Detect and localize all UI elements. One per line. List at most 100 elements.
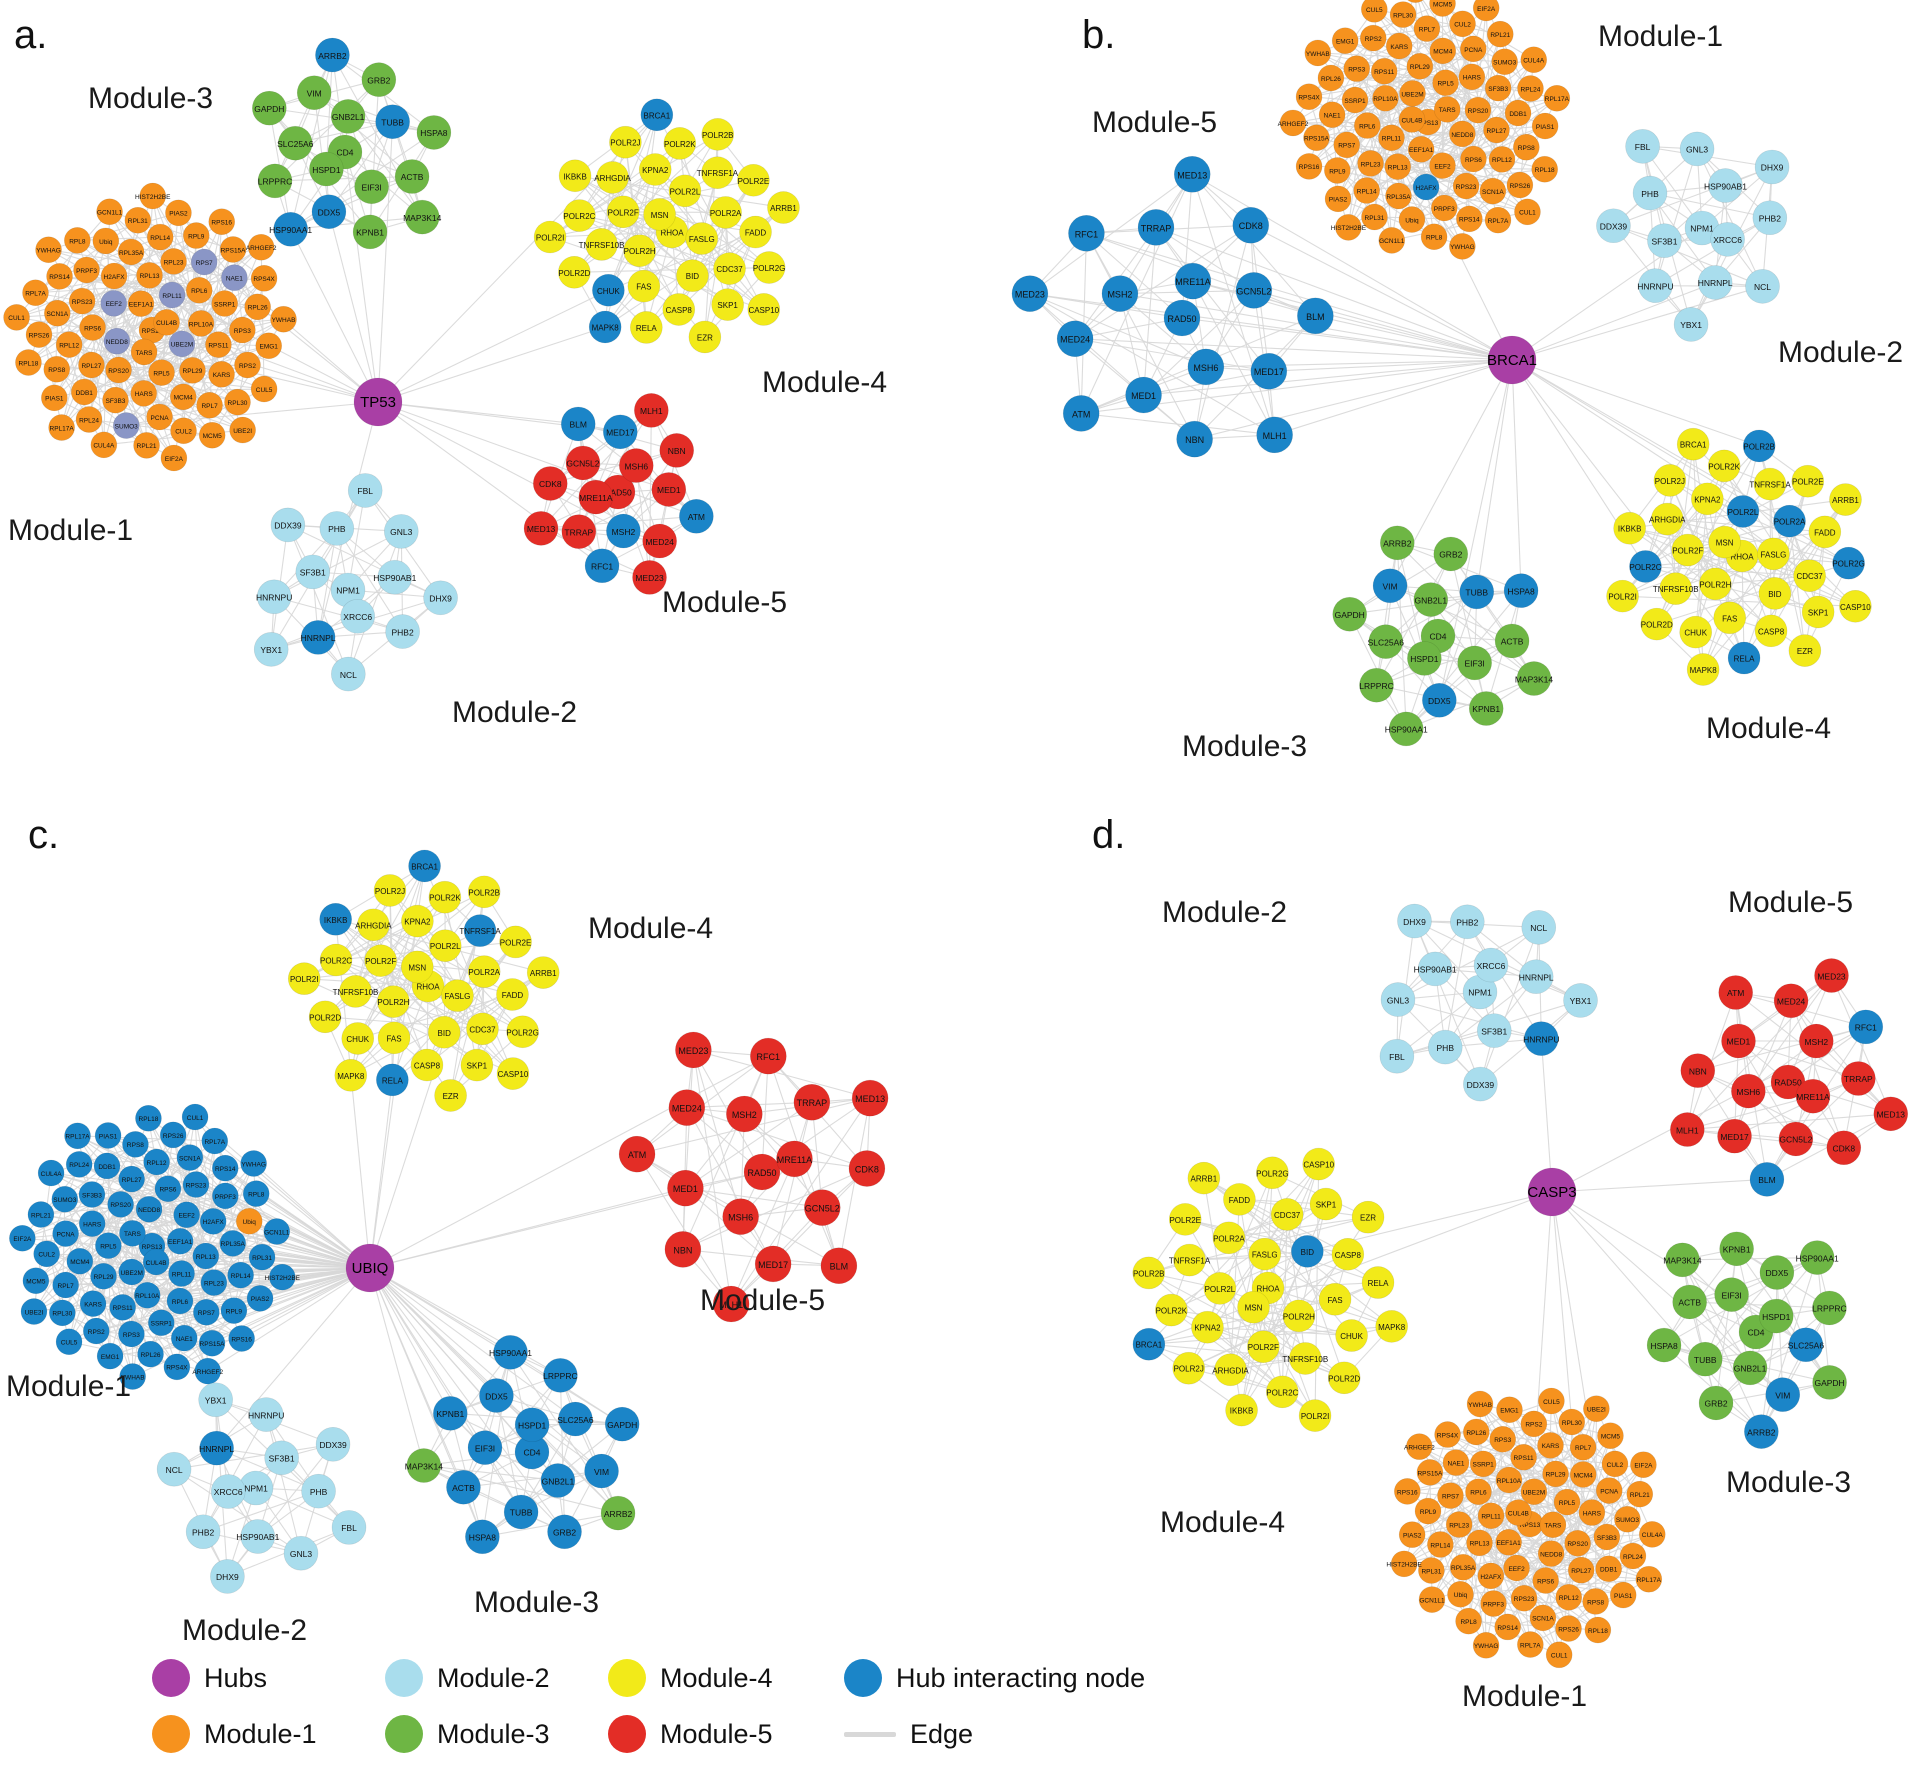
node-circle bbox=[136, 262, 163, 289]
network-node: RPL18 bbox=[1584, 1616, 1612, 1644]
node-label: MAPK8 bbox=[337, 1072, 365, 1081]
edge bbox=[1675, 575, 1810, 590]
network-node: PHB2 bbox=[1450, 904, 1485, 940]
node-circle bbox=[1516, 661, 1552, 696]
network-node: MED17 bbox=[1717, 1118, 1752, 1154]
node-label: NCL bbox=[340, 670, 357, 680]
node-circle bbox=[250, 265, 278, 292]
node-circle bbox=[385, 614, 420, 649]
node-label: SF3B1 bbox=[1481, 1026, 1507, 1036]
node-label: NCL bbox=[166, 1465, 183, 1475]
edge bbox=[1551, 1178, 1767, 1193]
node-label: TNFRSF1A bbox=[1169, 1257, 1211, 1266]
network-node: RPL7 bbox=[196, 391, 223, 419]
network-node: GAPDH bbox=[1812, 1365, 1847, 1400]
node-label: RPS6 bbox=[84, 325, 101, 332]
node-circle bbox=[1531, 155, 1558, 183]
node-label: NPM1 bbox=[1690, 224, 1714, 234]
node-label: GAPDH bbox=[254, 104, 284, 114]
node-label: RAD50 bbox=[1167, 314, 1196, 324]
node-label: DDX39 bbox=[1467, 1080, 1495, 1090]
network-node: RPS6 bbox=[1532, 1567, 1559, 1594]
panel-label: a. bbox=[14, 13, 47, 57]
node-label: DHX9 bbox=[1761, 163, 1784, 173]
node-circle bbox=[15, 349, 42, 376]
legend-item: Module-1 bbox=[152, 1715, 377, 1753]
node-label: HNRNPL bbox=[1698, 278, 1733, 288]
node-label: MLH1 bbox=[1263, 431, 1287, 441]
node-circle bbox=[181, 1103, 209, 1131]
node-circle bbox=[1638, 268, 1673, 303]
network-node: BRCA1 bbox=[408, 849, 441, 883]
edge bbox=[274, 79, 380, 182]
node-circle bbox=[1429, 0, 1456, 17]
network-node: POLR2H bbox=[623, 234, 656, 268]
edge bbox=[1389, 585, 1513, 642]
node-label: SUMO3 bbox=[115, 423, 139, 430]
node-circle bbox=[584, 1453, 619, 1489]
node-label: POLR2I bbox=[1608, 593, 1636, 602]
node-label: KPNA2 bbox=[642, 166, 669, 175]
node-circle bbox=[1542, 1460, 1569, 1488]
node-label: MCM4 bbox=[174, 395, 194, 402]
node-circle bbox=[1472, 1631, 1500, 1659]
node-circle bbox=[750, 1037, 787, 1075]
node-circle bbox=[1653, 464, 1687, 497]
hub-label: CASP3 bbox=[1527, 1184, 1576, 1201]
node-label: ARHGDIA bbox=[1212, 1366, 1249, 1375]
edge bbox=[1511, 285, 1763, 361]
network-node: MSN bbox=[643, 198, 676, 231]
module-label: Module-4 bbox=[1706, 712, 1831, 745]
node-label: NEDD8 bbox=[1540, 1551, 1562, 1558]
node-circle bbox=[743, 1153, 781, 1191]
node-circle bbox=[66, 1247, 94, 1275]
node-circle bbox=[394, 159, 430, 194]
node-circle bbox=[408, 849, 441, 883]
node-label: MED1 bbox=[1727, 1037, 1751, 1047]
node-label: DHX9 bbox=[1403, 917, 1426, 927]
node-circle bbox=[263, 1218, 291, 1245]
node-circle bbox=[148, 359, 175, 386]
node-circle bbox=[373, 874, 407, 907]
node-label: CUL4B bbox=[146, 1260, 167, 1267]
node-circle bbox=[287, 962, 321, 995]
network-node: SLC25A6 bbox=[1368, 624, 1404, 659]
node-circle bbox=[198, 421, 226, 449]
network-node: SSRP1 bbox=[1341, 86, 1369, 114]
node-circle bbox=[255, 332, 283, 360]
node-circle bbox=[1237, 1290, 1270, 1324]
node-circle bbox=[1710, 222, 1745, 257]
network-node: RPL29 bbox=[179, 357, 206, 384]
network-node: RPS16 bbox=[208, 208, 236, 235]
node-label: EEF1A1 bbox=[1409, 147, 1434, 154]
network-node: TNFRSF10B bbox=[579, 228, 624, 261]
network-node: RFC1 bbox=[1068, 214, 1105, 252]
node-circle bbox=[64, 1122, 91, 1150]
module-label: Module-2 bbox=[182, 1614, 307, 1647]
node-circle bbox=[1609, 1581, 1637, 1609]
node-label: ARHGDIA bbox=[355, 921, 392, 930]
node-circle bbox=[159, 1121, 187, 1149]
node-circle bbox=[1521, 910, 1557, 945]
node-circle bbox=[1503, 573, 1539, 608]
edge bbox=[274, 596, 403, 633]
node-circle bbox=[592, 273, 625, 307]
node-circle bbox=[212, 1182, 239, 1210]
node-label: XRCC6 bbox=[214, 1487, 243, 1497]
node-circle bbox=[1298, 1399, 1332, 1432]
node-circle bbox=[1212, 1221, 1246, 1255]
node-circle bbox=[638, 153, 672, 186]
node-circle bbox=[240, 1519, 276, 1554]
edge bbox=[1191, 173, 1316, 317]
node-label: CDK8 bbox=[539, 479, 562, 489]
node-label: IKBKB bbox=[324, 916, 348, 925]
edge bbox=[377, 401, 697, 517]
node-circle bbox=[1370, 57, 1398, 85]
node-label: GCN5L2 bbox=[805, 1204, 840, 1214]
edge bbox=[202, 1490, 319, 1533]
network-node: EIF3I bbox=[467, 1430, 503, 1465]
node-circle bbox=[170, 1324, 198, 1352]
edge bbox=[1734, 1000, 1792, 1137]
node-label: PRPF3 bbox=[1434, 206, 1455, 213]
node-circle bbox=[1613, 511, 1646, 545]
